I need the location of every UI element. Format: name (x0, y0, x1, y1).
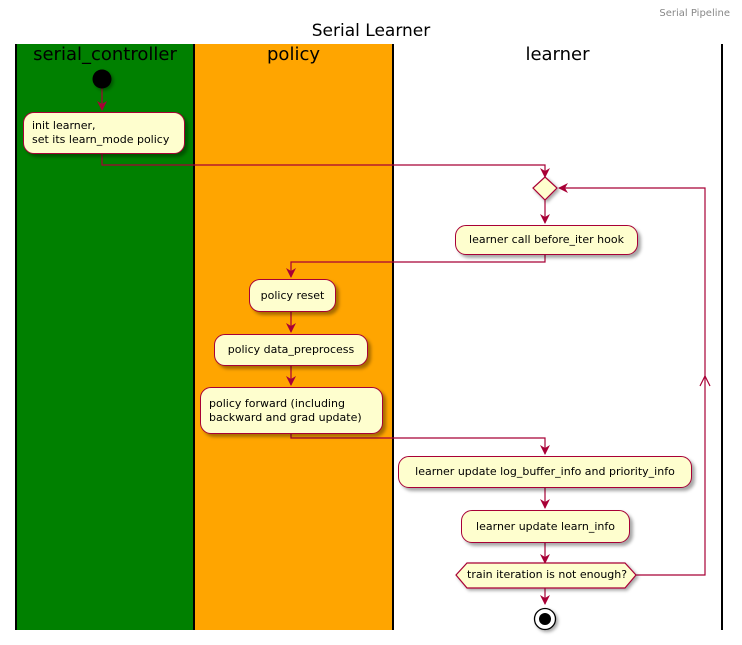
activity-policy-reset: policy reset (249, 279, 336, 312)
loop-condition-label: train iteration is not enough? (467, 568, 628, 581)
lane-title-serial-controller: serial_controller (33, 44, 177, 65)
activity-data-preprocess: policy data_preprocess (214, 334, 368, 366)
arrow-before-iter-to-reset (286, 255, 546, 278)
merge-diamond (532, 176, 558, 201)
arrow-forward-to-log-buffer (290, 434, 550, 455)
arrow-init-to-merge (101, 154, 550, 178)
arrow-loop-back (558, 183, 706, 576)
stop-node-inner (539, 613, 551, 625)
activity-policy-forward: policy forward (including backward and g… (200, 387, 383, 434)
activity-before-iter-hook: learner call before_iter hook (455, 225, 638, 255)
diagram-title: Serial Learner (311, 21, 431, 41)
lane-title-policy: policy (267, 44, 320, 65)
lane-title-learner: learner (525, 44, 590, 65)
activity-init-learner: init learner, set its learn_mode policy (23, 112, 185, 154)
page-header: Serial Pipeline (659, 8, 730, 19)
loop-back-arrow-marker (699, 374, 711, 387)
loop-condition-shape (455, 562, 637, 589)
activity-update-log-buffer-info: learner update log_buffer_info and prior… (398, 456, 692, 488)
activity-update-learn-info: learner update learn_info (461, 510, 630, 543)
start-node (92, 69, 112, 89)
